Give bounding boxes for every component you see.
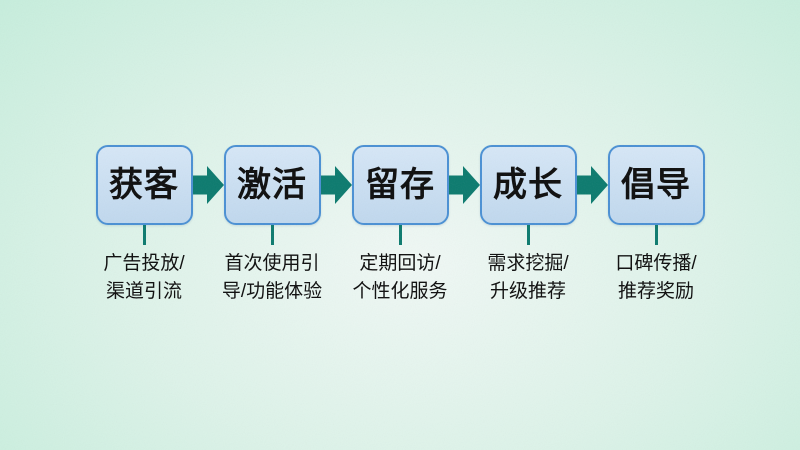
stage-description-line: 导/功能体验 xyxy=(221,281,323,302)
stage-advocacy: 倡导 口碑传播/ 推荐奖励 xyxy=(607,145,705,306)
stage-description-line: 需求挖掘/ xyxy=(487,253,569,274)
stage-description: 首次使用引 导/功能体验 xyxy=(222,250,322,306)
stage-description-line: 广告投放/ xyxy=(103,253,185,274)
stage-description-line: 口碑传播/ xyxy=(615,253,697,274)
stage-title: 成长 xyxy=(493,166,563,204)
flow-arrow-icon xyxy=(192,145,224,225)
stage-description-line: 升级推荐 xyxy=(489,281,566,302)
stage-box: 获客 xyxy=(95,145,193,225)
stage-description: 需求挖掘/ 升级推荐 xyxy=(487,250,568,306)
connector-line xyxy=(142,225,146,245)
connector-line xyxy=(398,225,402,245)
stage-description: 定期回访/ 个性化服务 xyxy=(352,250,447,306)
flow-arrow-icon xyxy=(448,145,480,225)
stage-box: 留存 xyxy=(351,145,449,225)
connector-line xyxy=(654,225,658,245)
stage-box: 成长 xyxy=(479,145,577,225)
stage-description: 口碑传播/ 推荐奖励 xyxy=(615,250,696,306)
stage-description-line: 个性化服务 xyxy=(352,281,448,302)
stage-retention: 留存 定期回访/ 个性化服务 xyxy=(351,145,449,306)
stage-description-line: 渠道引流 xyxy=(105,281,182,302)
stage-title: 倡导 xyxy=(621,166,691,204)
flow-arrow-icon xyxy=(576,145,608,225)
flow-arrow-icon xyxy=(320,145,352,225)
stage-title: 获客 xyxy=(109,166,179,204)
stage-description-line: 推荐奖励 xyxy=(617,281,694,302)
stage-activation: 激活 首次使用引 导/功能体验 xyxy=(222,145,322,306)
stage-growth: 成长 需求挖掘/ 升级推荐 xyxy=(479,145,577,306)
stage-title: 留存 xyxy=(365,166,435,204)
connector-line xyxy=(270,225,274,245)
process-flow-diagram: 获客 广告投放/ 渠道引流 激活 首次使用引 导/功能体验 留存 定期回访/ 个… xyxy=(0,145,800,306)
stage-title: 激活 xyxy=(237,166,307,204)
stage-description-line: 首次使用引 xyxy=(224,253,320,274)
stage-description: 广告投放/ 渠道引流 xyxy=(103,250,184,306)
connector-line xyxy=(526,225,530,245)
stage-acquisition: 获客 广告投放/ 渠道引流 xyxy=(95,145,193,306)
stage-box: 倡导 xyxy=(607,145,705,225)
stage-box: 激活 xyxy=(223,145,321,225)
stage-description-line: 定期回访/ xyxy=(359,253,441,274)
